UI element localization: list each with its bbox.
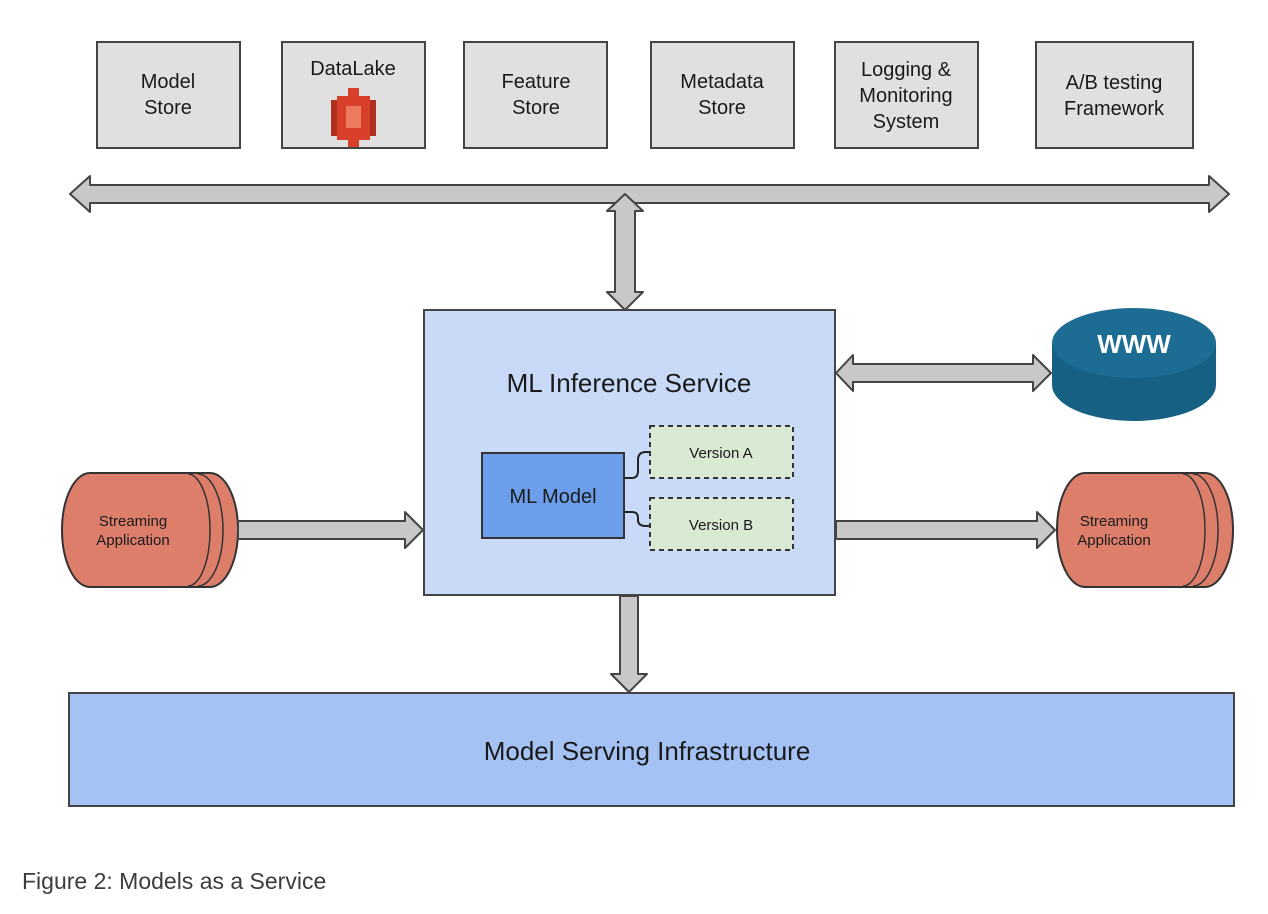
connector-version-b [624,511,650,527]
ml-model-box: ML Model [481,452,625,539]
infrastructure-label: Model Serving Infrastructure [484,736,811,766]
store-metadata-store-line-1: Metadata [680,71,764,93]
version-b-box: Version B [649,497,794,551]
ml-model-label: ML Model [509,486,596,508]
bus-to-service-arrow [606,193,644,311]
store-datalake: DataLake [281,41,426,149]
service-to-stream-arrow [835,511,1056,549]
store-ab-line-1: A/B testing [1066,72,1163,94]
store-datalake-label: DataLake [310,58,396,80]
service-to-infrastructure-arrow [610,595,648,693]
streaming-right-line-1: Streaming [1080,513,1148,530]
s3-bucket-icon [331,88,376,147]
store-logging-monitoring: Logging & Monitoring System [834,41,979,149]
streaming-application-left: Streaming Application [61,472,239,588]
www-label: WWW [1097,329,1171,359]
streaming-right-line-2: Application [1077,532,1150,549]
store-model-store-line-2: Store [144,97,192,119]
ml-inference-service: ML Inference Service ML Model Version A … [423,309,836,596]
store-logging-line-2: Monitoring [859,85,952,107]
store-metadata-store: Metadata Store [650,41,795,149]
streaming-left-line-2: Application [96,532,169,549]
streaming-left-line-1: Streaming [99,513,167,530]
stream-to-service-arrow [237,511,424,549]
service-to-www-arrow [835,354,1052,392]
store-feature-store-line-1: Feature [502,71,571,93]
ml-inference-service-title: ML Inference Service [507,368,752,398]
version-a-label: Version A [689,445,752,462]
store-ab-testing: A/B testing Framework [1035,41,1194,149]
store-feature-store: Feature Store [463,41,608,149]
bus-arrow [69,175,1230,213]
store-model-store-line-1: Model [141,71,195,93]
www-database: WWW [1052,308,1216,421]
connector-version-a [624,451,650,479]
model-serving-infrastructure: Model Serving Infrastructure [68,692,1235,807]
store-logging-line-3: System [873,111,940,133]
store-feature-store-line-2: Store [512,97,560,119]
figure-caption: Figure 2: Models as a Service [22,868,327,894]
store-ab-line-2: Framework [1064,98,1165,120]
version-b-label: Version B [689,517,753,534]
version-a-box: Version A [649,425,794,479]
store-logging-line-1: Logging & [861,59,952,81]
store-metadata-store-line-2: Store [698,97,746,119]
store-model-store: Model Store [96,41,241,149]
streaming-application-right: Streaming Application [1056,472,1234,588]
